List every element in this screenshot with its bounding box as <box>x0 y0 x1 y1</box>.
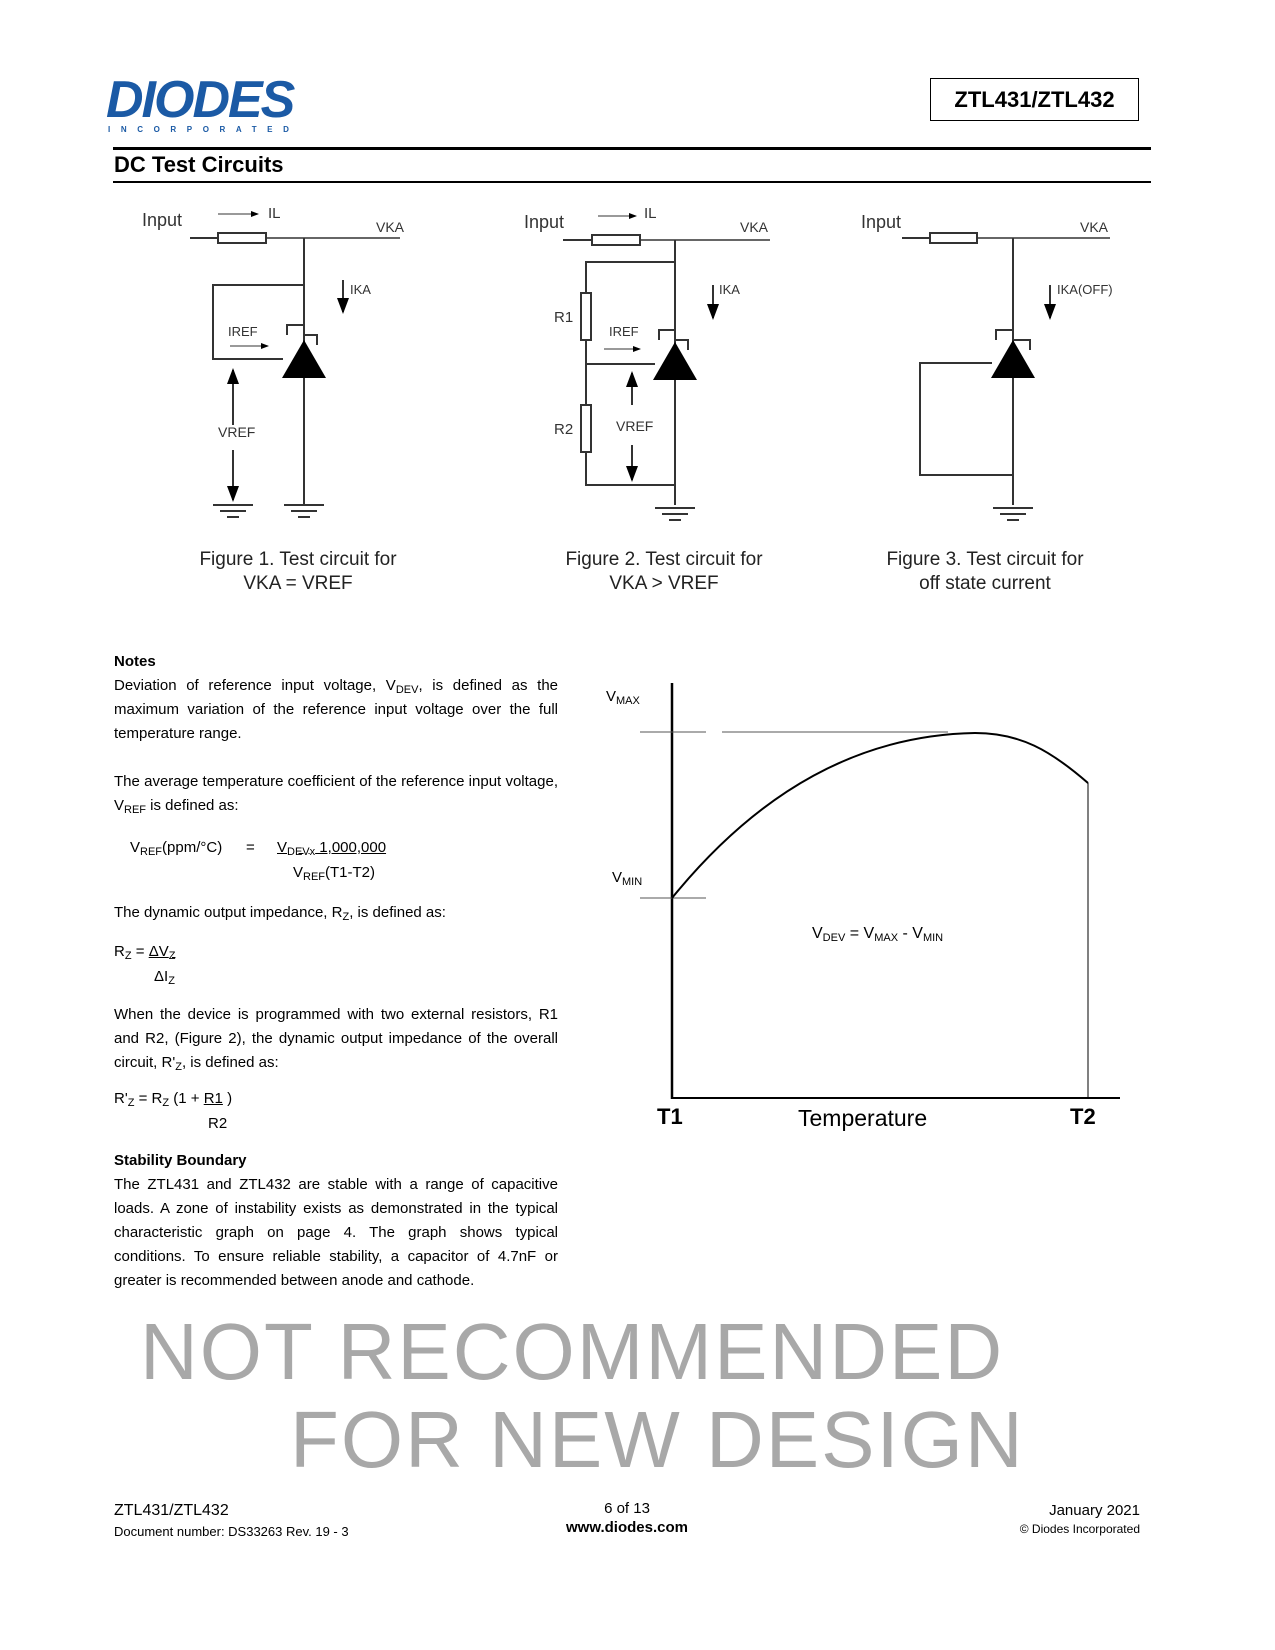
watermark-line-1: NOT RECOMMENDED <box>140 1307 1005 1396</box>
fig1-il-label: IL <box>268 205 281 222</box>
formula-vref-denominator: VREF(T1-T2) <box>293 864 376 883</box>
header-rule <box>113 147 1151 150</box>
fig1-vref-label: VREF <box>218 424 255 440</box>
fig2-vref-label: VREF <box>616 418 653 434</box>
test-circuits-figures: Input IL VKA IKA IREF VREF Input IL VKA … <box>113 190 1153 598</box>
diode-symbols <box>282 340 1035 380</box>
footer-copyright: © Diodes Incorporated <box>1019 1522 1140 1536</box>
fig2-il-label: IL <box>644 205 657 222</box>
fig3-ika-off-label: IKA(OFF) <box>1057 282 1113 297</box>
notes-paragraph-tempco: The average temperature coefficient of t… <box>114 773 558 816</box>
section-rule <box>113 181 1151 183</box>
t2-label: T2 <box>1070 1104 1096 1129</box>
part-number-box: ZTL431/ZTL432 <box>930 78 1139 121</box>
formula-rz-denominator: ΔIZ <box>154 968 175 987</box>
vdev-curve <box>671 731 1089 899</box>
diode-icon-fig2 <box>653 342 697 380</box>
footer-page-number: 6 of 13 <box>604 1500 650 1517</box>
fig2-r2-label: R2 <box>554 421 573 438</box>
temperature-axis-label: Temperature <box>798 1105 928 1131</box>
fig3-vka-label: VKA <box>1080 219 1109 235</box>
fig2-iref-label: IREF <box>609 324 639 339</box>
fig2-vka-label: VKA <box>740 219 769 235</box>
watermark-line-2: FOR NEW DESIGN <box>290 1395 1025 1484</box>
footer-date: January 2021 <box>1049 1502 1140 1519</box>
notes-paragraph-vdev: Deviation of reference input voltage, VD… <box>114 677 558 742</box>
footer-doc-number: Document number: DS33263 Rev. 19 - 3 <box>114 1524 349 1539</box>
formula-vref-numerator: VDEVx 1,000,000 <box>277 839 387 858</box>
part-number: ZTL431/ZTL432 <box>954 86 1115 112</box>
fig2-input-label: Input <box>524 212 564 232</box>
section-title: DC Test Circuits <box>114 152 284 177</box>
diodes-logo: DIODES <box>106 71 295 129</box>
circuit-diagrams: Input IL VKA IKA IREF VREF Input IL VKA … <box>142 205 1113 521</box>
formula-rz-prime-denominator: R2 <box>208 1115 228 1132</box>
stability-text: The ZTL431 and ZTL432 are stable with a … <box>114 1176 558 1289</box>
notes-paragraph-rz-prime: When the device is programmed with two e… <box>114 1006 558 1073</box>
formula-rz-prime: R'Z = RZ (1 + R1 ) <box>114 1090 233 1109</box>
stability-heading: Stability Boundary <box>114 1152 247 1169</box>
notes-heading: Notes <box>114 653 156 670</box>
footer-part: ZTL431/ZTL432 <box>114 1502 229 1519</box>
fig2-r1-label: R1 <box>554 309 573 326</box>
figure-2-circuit <box>563 213 770 521</box>
fig2-ika-label: IKA <box>719 282 740 297</box>
fig1-input-label: Input <box>142 210 182 230</box>
footer-website-link[interactable]: www.diodes.com <box>566 1519 688 1536</box>
fig1-ika-label: IKA <box>350 282 371 297</box>
vmin-label: VMIN <box>612 869 643 888</box>
formula-vref-equals: = <box>246 839 255 856</box>
notes-paragraph-rz: The dynamic output impedance, RZ, is def… <box>114 904 446 923</box>
formula-vref-lhs: VREF(ppm/°C) <box>130 839 223 858</box>
vdev-equation: VDEV = VMAX - VMIN <box>812 925 944 944</box>
fig1-iref-label: IREF <box>228 324 258 339</box>
diodes-logo-subtext: INCORPORATED <box>108 125 300 134</box>
t1-label: T1 <box>657 1104 683 1129</box>
diode-icon-fig1 <box>282 340 326 378</box>
formula-rz: RZ = ΔVZ <box>114 943 176 962</box>
diode-icon-fig3 <box>991 340 1035 378</box>
fig3-input-label: Input <box>861 212 901 232</box>
fig1-vka-label: VKA <box>376 219 405 235</box>
vmax-label: VMAX <box>606 688 640 707</box>
